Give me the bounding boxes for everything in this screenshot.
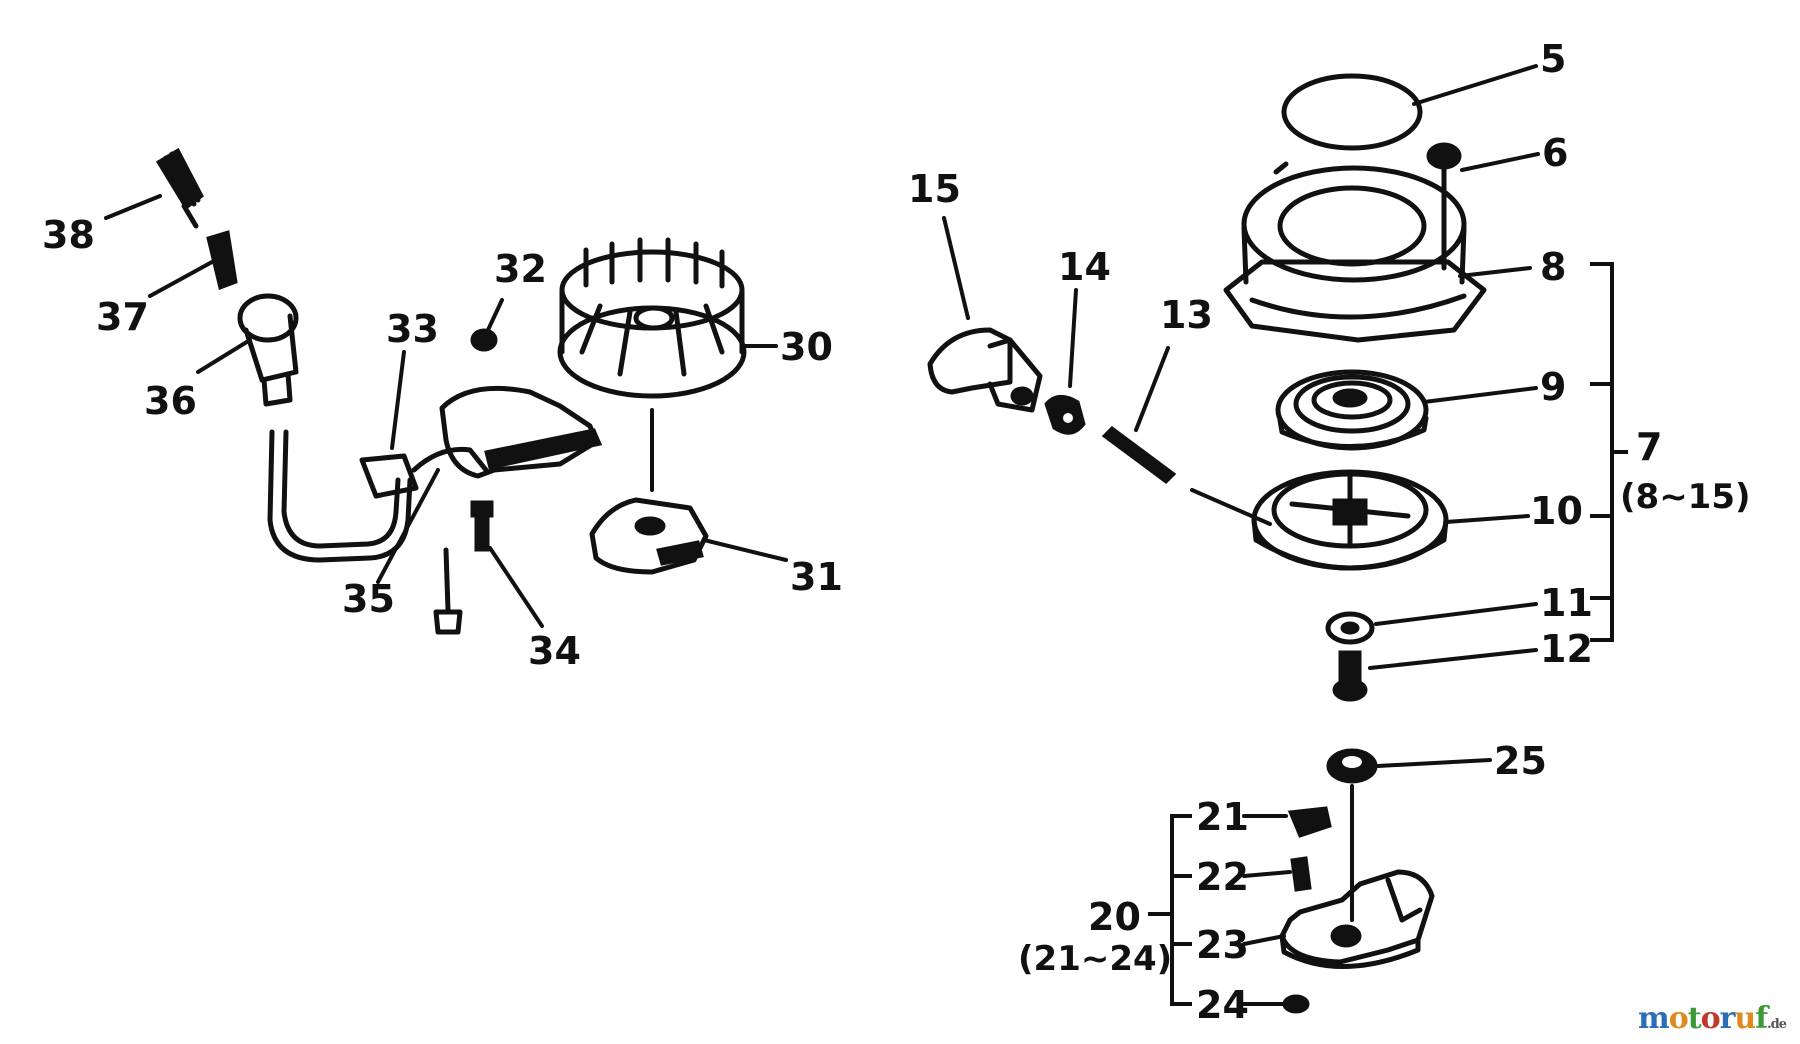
leader-10 (1444, 514, 1530, 524)
leader-38 (104, 194, 162, 220)
part-5-ring (1281, 73, 1423, 151)
label-25: 25 (1494, 739, 1547, 783)
label-20-range: (21~24) (1018, 939, 1172, 979)
leader-11 (1374, 602, 1538, 626)
leader-15 (942, 216, 970, 320)
label-30: 30 (780, 325, 833, 369)
part-8-starter-case (1223, 161, 1487, 343)
part-21-pawl (1287, 806, 1332, 838)
leader-22 (1242, 870, 1292, 878)
label-10: 10 (1530, 489, 1583, 533)
bracket-20 (1148, 814, 1192, 1006)
label-23: 23 (1196, 923, 1249, 967)
part-15-claw (927, 327, 1043, 413)
label-14: 14 (1058, 245, 1111, 289)
leader-25 (1376, 758, 1492, 768)
leader-13 (1134, 346, 1170, 432)
motoruf-watermark: motoruf.de (1637, 1001, 1787, 1036)
watermark-letter: o (1668, 1001, 1689, 1036)
watermark-letter: r (1719, 1001, 1736, 1036)
leader-5 (1412, 64, 1538, 106)
part-12-bolt (1332, 650, 1368, 702)
leader-8 (1458, 266, 1532, 278)
label-24: 24 (1196, 983, 1249, 1027)
label-5: 5 (1540, 37, 1566, 81)
part-13-pin (1101, 426, 1177, 484)
label-38: 38 (42, 213, 95, 257)
leader-9 (1422, 386, 1538, 404)
part-38-spark-plug (155, 147, 204, 229)
label-32: 32 (494, 247, 547, 291)
leader-6 (1460, 152, 1540, 172)
leader-36 (196, 338, 252, 374)
label-22: 22 (1196, 855, 1249, 899)
leader-14 (1068, 288, 1078, 388)
label-35: 35 (342, 577, 395, 621)
leader-35 (376, 468, 440, 584)
watermark-letter: u (1734, 1001, 1756, 1036)
part-6-screw (1426, 142, 1462, 271)
part-30-flywheel (557, 237, 747, 399)
label-12: 12 (1540, 627, 1593, 671)
leader-32 (486, 298, 504, 332)
part-9-spring (1275, 369, 1429, 451)
leader-33 (390, 350, 406, 450)
label-37: 37 (96, 295, 149, 339)
watermark-letter: f (1755, 1001, 1768, 1036)
label-8: 8 (1540, 245, 1566, 289)
part-11-washer (1325, 611, 1375, 645)
part-34-bolt (433, 500, 494, 635)
part-32-nut (470, 328, 498, 352)
part-24-screw (1282, 994, 1310, 1014)
label-7-range: (8~15) (1620, 477, 1751, 517)
watermark-letter: o (1700, 1001, 1721, 1036)
label-20: 20 (1088, 895, 1141, 939)
leader-34 (488, 546, 544, 628)
watermark-letter: m (1637, 1001, 1670, 1036)
part-23-ratchet (1279, 869, 1435, 969)
watermark-letter: t (1687, 1001, 1702, 1036)
watermark-suffix: .de (1767, 1017, 1787, 1032)
part-33-ignition-coil (359, 385, 603, 499)
part-37-spring (206, 230, 238, 291)
bracket-7 (1590, 262, 1628, 642)
label-11: 11 (1540, 581, 1593, 625)
label-13: 13 (1160, 293, 1213, 337)
part-25-nut (1326, 748, 1378, 922)
label-33: 33 (386, 307, 439, 351)
part-14-bushing (1044, 395, 1086, 435)
leader-23 (1242, 934, 1286, 946)
part-22-spring (1290, 856, 1312, 892)
label-21: 21 (1196, 795, 1249, 839)
leader-31 (702, 538, 788, 562)
leader-37 (148, 260, 214, 298)
label-6: 6 (1542, 131, 1568, 175)
label-31: 31 (790, 555, 843, 599)
label-9: 9 (1540, 365, 1566, 409)
part-35-ignition-lead (267, 429, 413, 563)
part-36-plug-cap (237, 293, 299, 407)
label-36: 36 (144, 379, 197, 423)
label-15: 15 (908, 167, 961, 211)
label-34: 34 (528, 629, 581, 673)
part-31-magnet (589, 408, 709, 575)
part-10-reel (1190, 469, 1449, 571)
label-7: 7 (1636, 425, 1662, 469)
leader-12 (1368, 648, 1538, 670)
